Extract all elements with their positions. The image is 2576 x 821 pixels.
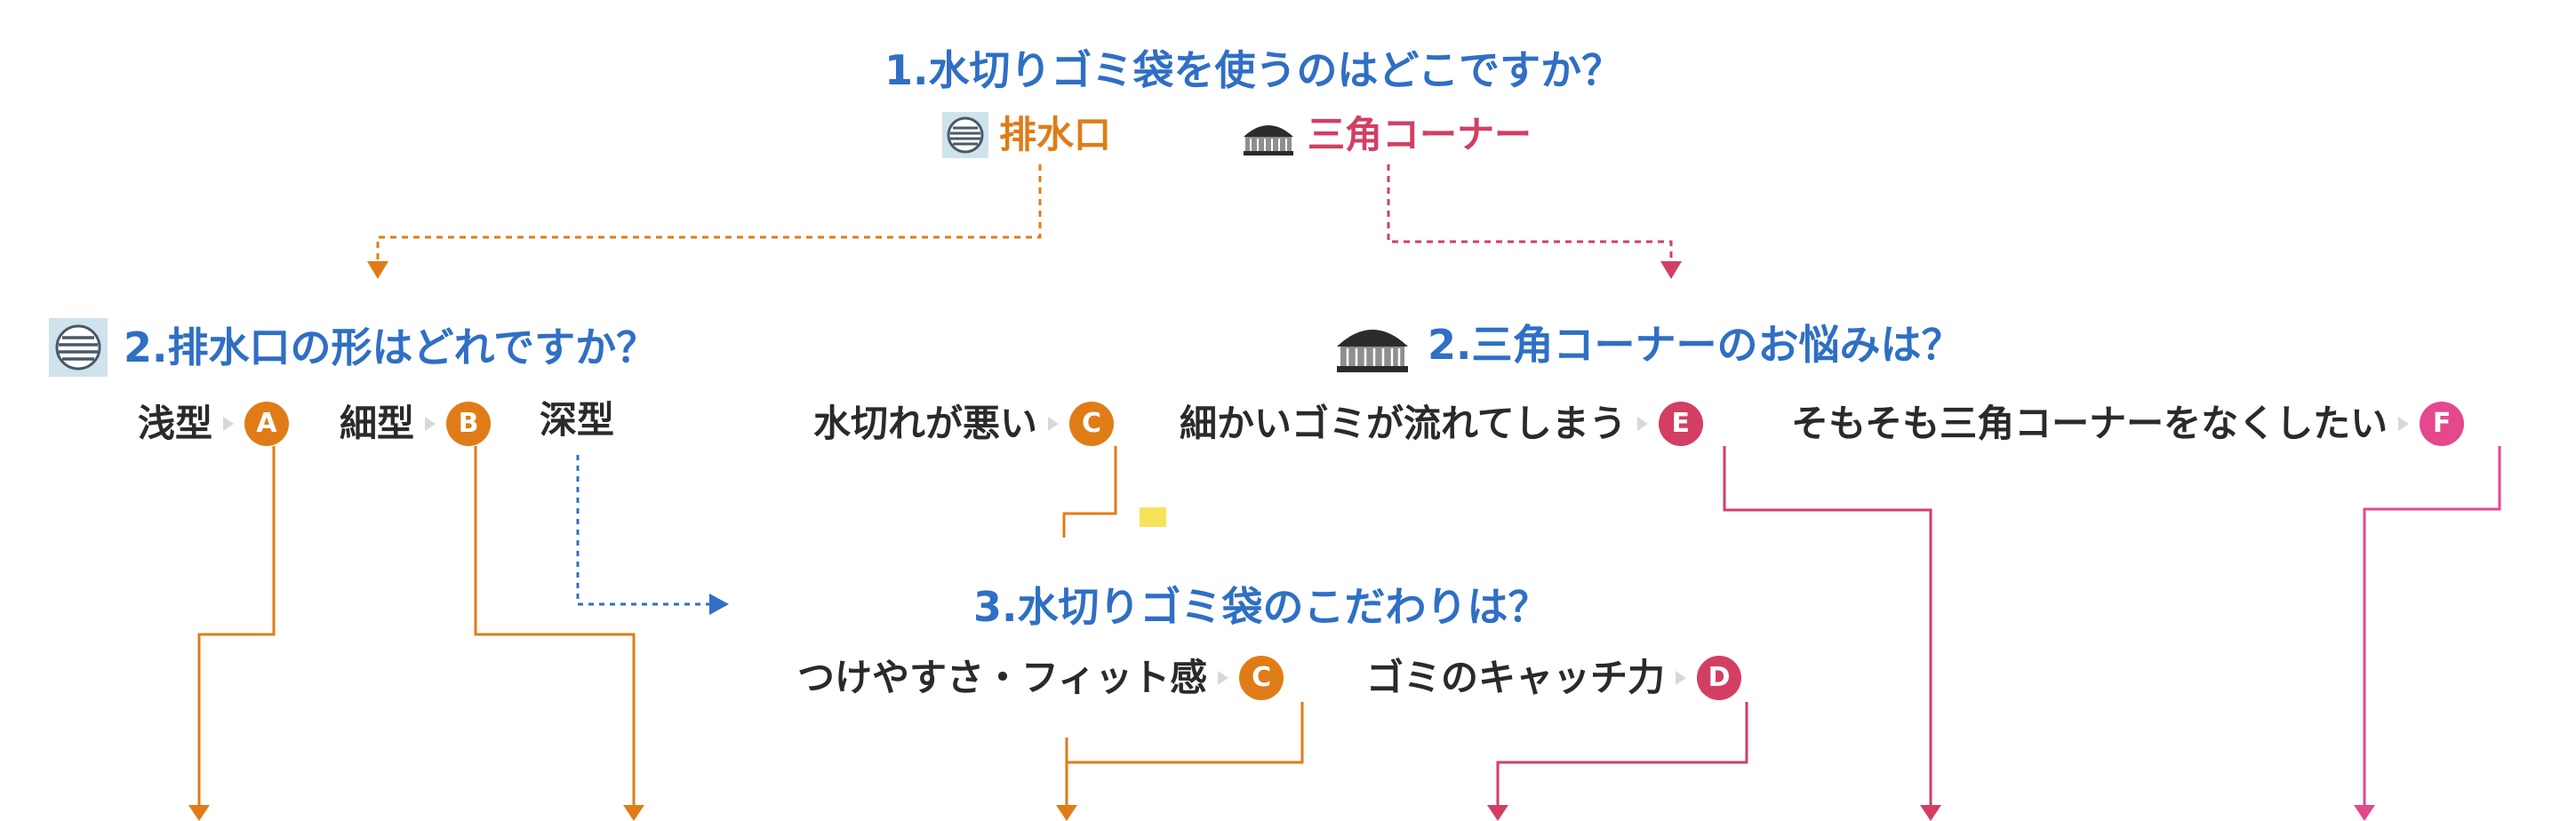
connector-c-top (1062, 446, 1117, 538)
chevron-right-icon (2398, 417, 2410, 431)
chevron-right-icon (1218, 671, 1229, 685)
chevron-right-icon (1636, 417, 1648, 431)
q3-option-catch-label: ゴミのキャッチ力 (1366, 656, 1666, 699)
result-badge-d: D (1697, 656, 1742, 700)
q1-title: 1.水切りゴミ袋を使うのはどこですか？ (884, 46, 1623, 94)
arrowhead-q2b (1660, 261, 1682, 279)
q2b-header: 2.三角コーナーのお悩みは？ (1333, 313, 1962, 377)
arrowhead-a (188, 805, 210, 821)
q3-option-fit[interactable]: つけやすさ・フィット感 C (797, 656, 1284, 700)
q1-option-corner[interactable]: 三角コーナー (1240, 112, 1532, 158)
arrowhead-b (623, 805, 644, 821)
q2b-option-drainage[interactable]: 水切れが悪い C (813, 402, 1115, 446)
connector-f (2363, 446, 2501, 809)
q2a-option-slim-label: 細型 (340, 402, 415, 445)
sink-corner-icon (1244, 125, 1293, 155)
arrowhead-q2a (367, 261, 388, 279)
chevron-right-icon (1676, 671, 1687, 685)
result-badge-b: B (446, 402, 492, 446)
connector-b (474, 446, 636, 809)
connector-c-bottom (1065, 702, 1304, 809)
q3-option-fit-label: つけやすさ・フィット感 (797, 656, 1208, 699)
connector-drain-to-q2a (376, 164, 1042, 264)
drain-icon (49, 318, 108, 377)
result-badge-c: C (1239, 656, 1284, 700)
result-badge-f: F (2420, 402, 2465, 446)
connector-a (197, 446, 276, 809)
q2b-option-remove-corner-label: そもそも三角コーナーをなくしたい (1791, 402, 2388, 445)
connector-e (1723, 446, 1932, 809)
arrowhead-e (1920, 805, 1941, 821)
q2a-option-slim[interactable]: 細型 B (340, 402, 492, 446)
q2b-option-fine-debris[interactable]: 細かいゴミが流れてしまう E (1180, 402, 1703, 446)
q2b-option-fine-debris-label: 細かいゴミが流れてしまう (1180, 402, 1627, 445)
arrowhead-q3 (709, 594, 729, 615)
q2b-title: 2.三角コーナーのお悩みは？ (1428, 321, 1963, 369)
arrowhead-c (1056, 805, 1077, 821)
q2a-option-deep-label: 深型 (540, 398, 615, 442)
result-badge-c: C (1069, 402, 1115, 446)
q3-title: 3.水切りゴミ袋のこだわりは？ (973, 583, 1549, 631)
sink-corner-icon (1337, 330, 1408, 372)
q1-option-drain[interactable]: 排水口 (942, 112, 1111, 158)
arrowhead-f (2354, 805, 2375, 821)
q2a-option-deep[interactable]: 深型 (540, 402, 614, 439)
result-badge-a: A (244, 402, 290, 446)
q2b-option-remove-corner[interactable]: そもそも三角コーナーをなくしたい F (1791, 402, 2465, 446)
connector-deep-to-q3 (576, 455, 713, 606)
q2a-title: 2.排水口の形はどれですか？ (124, 323, 658, 371)
q2b-option-drainage-label: 水切れが悪い (813, 402, 1038, 445)
chevron-right-icon (425, 417, 436, 431)
chevron-right-icon (223, 417, 235, 431)
sticky-note (1140, 507, 1166, 527)
q2a-header: 2.排水口の形はどれですか？ (49, 318, 657, 377)
result-badge-e: E (1658, 402, 1703, 446)
drain-icon (942, 112, 988, 158)
arrowhead-d (1487, 805, 1508, 821)
q1-option-drain-label: 排水口 (999, 113, 1112, 156)
q1-option-corner-label: 三角コーナー (1308, 113, 1532, 156)
q3-option-catch[interactable]: ゴミのキャッチ力 D (1366, 656, 1742, 700)
chevron-right-icon (1048, 417, 1060, 431)
connector-d (1496, 702, 1748, 809)
q2a-option-shallow[interactable]: 浅型 A (138, 402, 290, 446)
connector-corner-to-q2b (1387, 164, 1673, 264)
q2a-option-shallow-label: 浅型 (138, 402, 213, 445)
